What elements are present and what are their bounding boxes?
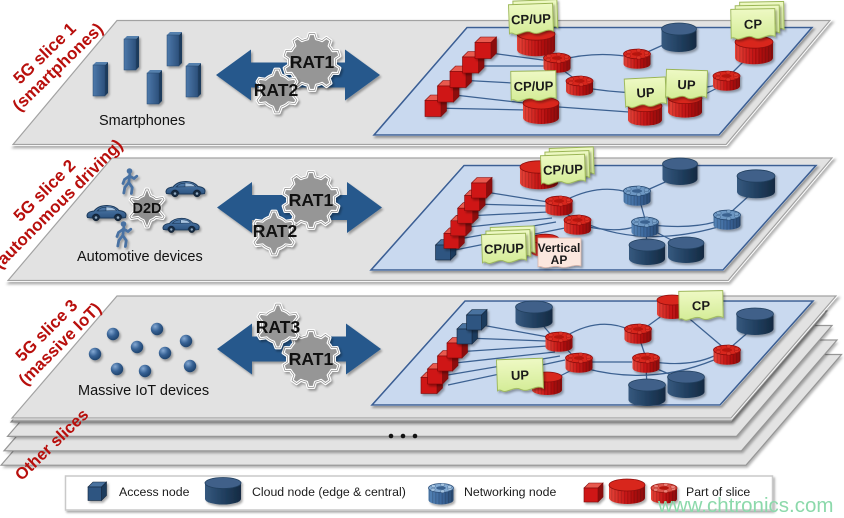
svg-text:CP/UP: CP/UP xyxy=(484,240,525,256)
svg-text:RAT1: RAT1 xyxy=(289,190,334,210)
svg-text:RAT2: RAT2 xyxy=(254,80,299,100)
svg-text:Smartphones: Smartphones xyxy=(99,113,185,129)
svg-text:RAT1: RAT1 xyxy=(290,52,335,72)
svg-text:Part of slice: Part of slice xyxy=(686,485,750,499)
svg-text:CP/UP: CP/UP xyxy=(511,11,552,27)
svg-text:UP: UP xyxy=(677,77,696,93)
svg-text:Vertical: Vertical xyxy=(538,241,581,255)
svg-text:www.chtronics.com: www.chtronics.com xyxy=(657,494,833,517)
svg-text:Networking node: Networking node xyxy=(464,485,556,499)
svg-text:RAT2: RAT2 xyxy=(253,221,298,241)
svg-text:RAT3: RAT3 xyxy=(256,317,301,337)
svg-text:AP: AP xyxy=(551,253,568,267)
svg-text:CP/UP: CP/UP xyxy=(543,161,584,177)
svg-text:RAT1: RAT1 xyxy=(289,349,334,369)
svg-text:D2D: D2D xyxy=(132,201,161,217)
svg-text:Access node: Access node xyxy=(119,485,190,499)
svg-text:UP: UP xyxy=(511,367,530,383)
svg-text:Cloud node (edge & central): Cloud node (edge & central) xyxy=(252,485,406,499)
svg-text:Massive IoT devices: Massive IoT devices xyxy=(78,383,209,399)
svg-text:Automotive devices: Automotive devices xyxy=(77,249,203,265)
svg-text:CP: CP xyxy=(744,17,763,32)
svg-text:CP/UP: CP/UP xyxy=(514,78,554,94)
svg-text:UP: UP xyxy=(636,85,655,101)
svg-text:CP: CP xyxy=(692,298,711,313)
